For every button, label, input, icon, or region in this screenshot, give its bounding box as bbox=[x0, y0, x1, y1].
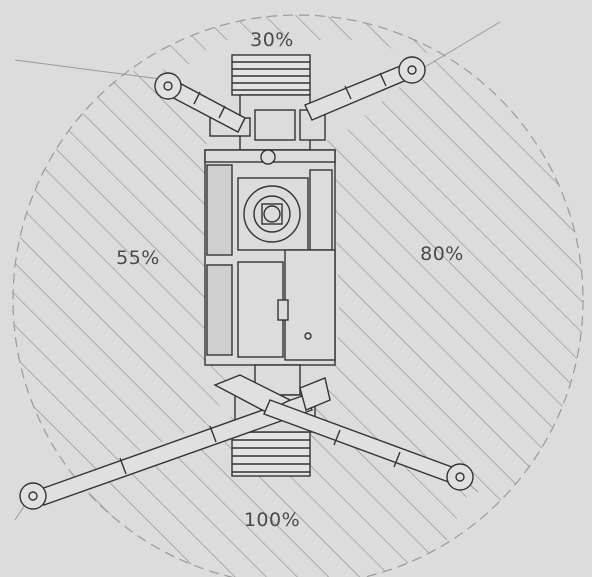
outriggers bbox=[19, 56, 474, 510]
zone-label-front: 30% bbox=[250, 29, 294, 51]
reach-boundary-circle bbox=[12, 14, 584, 577]
zone-label-left: 55% bbox=[116, 247, 160, 269]
zone-label-rear: 100% bbox=[244, 509, 300, 531]
zone-label-right: 80% bbox=[420, 243, 464, 265]
machine-body bbox=[204, 54, 336, 477]
